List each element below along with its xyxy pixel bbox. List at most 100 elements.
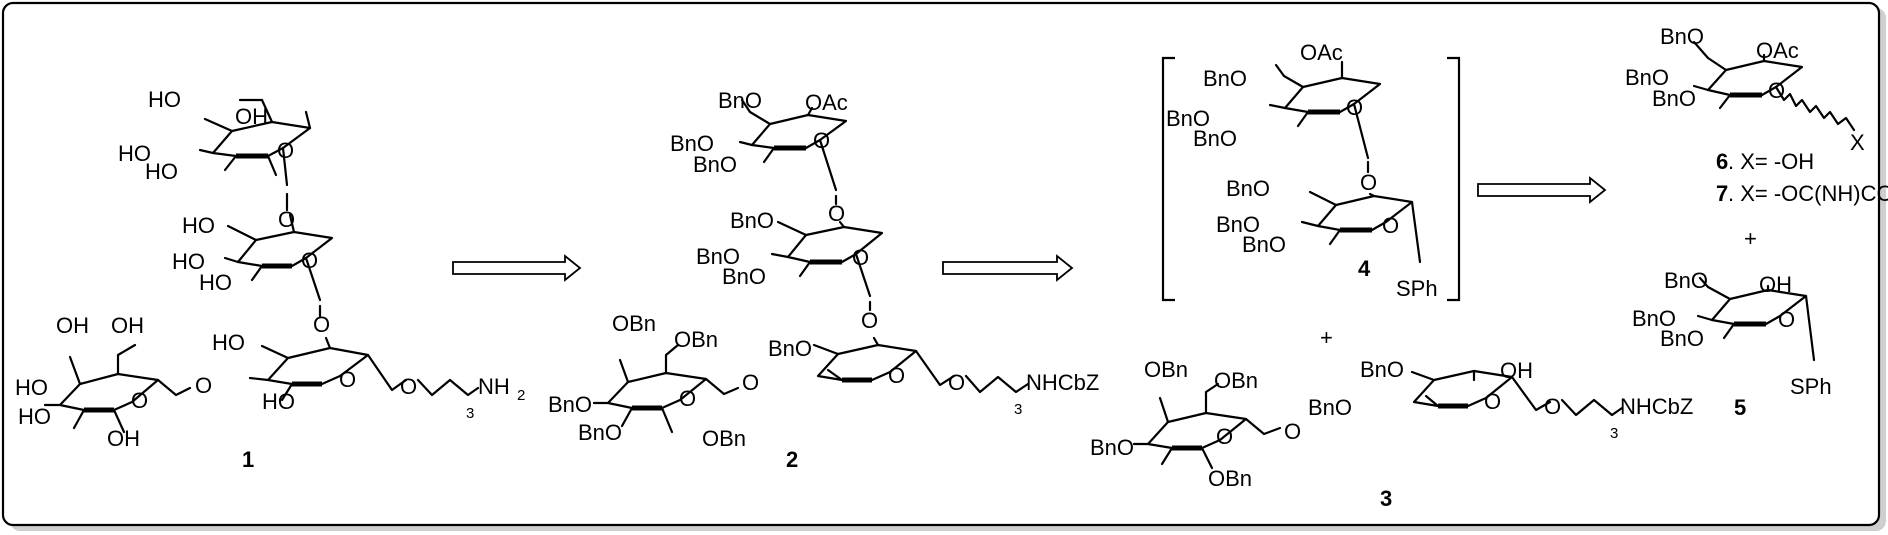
- ring-oxygen: O: [1346, 95, 1363, 120]
- compound-2: BnO OAc BnO BnO O O BnO BnO BnO O O BnO …: [548, 88, 1099, 472]
- obn-group: OBn: [674, 327, 718, 352]
- glycosidic-oxygen: O: [278, 207, 295, 232]
- glycosidic-oxygen: O: [313, 312, 330, 337]
- nhcbz-group: NHCbZ: [1620, 394, 1693, 419]
- bno-group: BnO: [1226, 176, 1270, 201]
- oh-group: OH: [111, 313, 144, 338]
- oh-group: HO: [145, 159, 178, 184]
- compound-number-7: 7: [1716, 181, 1728, 206]
- bno-group: BnO: [1664, 268, 1708, 293]
- sph-group: SPh: [1396, 276, 1438, 301]
- bno-group: BnO: [1660, 326, 1704, 351]
- compound-number-6: 6: [1716, 149, 1728, 174]
- plus-sign: +: [1320, 325, 1333, 350]
- oh-group: HO: [118, 141, 151, 166]
- bno-group: BnO: [548, 392, 592, 417]
- bno-group: BnO: [722, 264, 766, 289]
- obn-group: OBn: [1214, 368, 1258, 393]
- glycosidic-oxygen: O: [195, 373, 212, 398]
- glycosidic-oxygen: O: [1284, 419, 1301, 444]
- condition-6: . X= -OH: [1728, 149, 1814, 174]
- ring-oxygen: O: [679, 386, 696, 411]
- glycosidic-oxygen: O: [828, 201, 845, 226]
- ring-oxygen: O: [813, 128, 830, 153]
- compound-number: 5: [1734, 395, 1746, 420]
- bno-group: BnO: [696, 244, 740, 269]
- obn-group: OBn: [1144, 357, 1188, 382]
- bno-group: BnO: [1632, 306, 1676, 331]
- bno-group: BnO: [1216, 212, 1260, 237]
- compound-3: BnO OH BnO O O OBn OBn BnO O OBn O 3 NHC…: [1090, 357, 1693, 511]
- bno-group: BnO: [1660, 24, 1704, 49]
- bno-group: BnO: [1652, 86, 1696, 111]
- oh-group: OH: [1759, 272, 1792, 297]
- bno-group: BnO: [1203, 66, 1247, 91]
- oh-group: OH: [1500, 358, 1533, 383]
- glycosidic-oxygen: O: [1360, 170, 1377, 195]
- oh-group: HO: [148, 87, 181, 112]
- obn-group: OBn: [702, 426, 746, 451]
- anomeric-oxygen: O: [400, 374, 417, 399]
- bno-group: BnO: [1193, 126, 1237, 151]
- left-bracket: [1161, 56, 1175, 302]
- ring-oxygen: O: [1768, 78, 1785, 103]
- oh-group: HO: [262, 389, 295, 414]
- glycosidic-oxygen: O: [742, 370, 759, 395]
- oh-group: OH: [56, 313, 89, 338]
- ring-oxygen: O: [1382, 213, 1399, 238]
- condition-7: . X= -OC(NH)CCl: [1728, 181, 1888, 206]
- retrosynthesis-arrow: [1477, 176, 1607, 204]
- oh-group: OH: [235, 104, 268, 129]
- right-bracket: [1447, 56, 1461, 302]
- oh-group: HO: [172, 249, 205, 274]
- anomeric-oxygen: O: [1544, 394, 1561, 419]
- ring-oxygen: O: [1778, 307, 1795, 332]
- oh-group: HO: [18, 404, 51, 429]
- linker-count: 3: [1014, 401, 1022, 418]
- compound-number: 4: [1358, 256, 1371, 281]
- ring-oxygen: O: [1216, 424, 1233, 449]
- amine-group: NH: [478, 374, 510, 399]
- oh-group: HO: [199, 270, 232, 295]
- obn-group: OBn: [612, 311, 656, 336]
- nhcbz-group: NHCbZ: [1026, 370, 1099, 395]
- oac-group: OAc: [1300, 40, 1343, 65]
- x-group: X: [1850, 130, 1865, 155]
- ring-oxygen: O: [339, 367, 356, 392]
- compound-number: 2: [786, 447, 798, 472]
- oh-group: HO: [182, 213, 215, 238]
- oac-group: OAc: [1756, 38, 1799, 63]
- ring-oxygen: O: [888, 363, 905, 388]
- compound-1: HO OH HO HO O O HO HO HO O O HO HO O O: [15, 87, 525, 472]
- oh-group: HO: [15, 375, 48, 400]
- compound-number: 3: [1380, 486, 1392, 511]
- compound-4: BnO OAc BnO BnO O O BnO BnO BnO O SPh 4: [1166, 40, 1438, 301]
- bno-group: BnO: [1308, 395, 1352, 420]
- linker-count: 3: [466, 405, 474, 422]
- bno-group: BnO: [670, 131, 714, 156]
- ring-oxygen: O: [131, 388, 148, 413]
- ring-oxygen: O: [277, 138, 294, 163]
- ring-oxygen: O: [1484, 389, 1501, 414]
- plus-sign: +: [1744, 226, 1757, 251]
- bno-group: BnO: [768, 336, 812, 361]
- bno-group: BnO: [1625, 65, 1669, 90]
- glycosidic-oxygen: O: [861, 308, 878, 333]
- oh-group: OH: [107, 426, 140, 451]
- sph-group: SPh: [1790, 374, 1832, 399]
- bno-group: BnO: [1166, 106, 1210, 131]
- retrosynthesis-arrow: [452, 254, 582, 282]
- bold-bonds: [84, 92, 1766, 451]
- bno-group: BnO: [718, 88, 762, 113]
- oh-group: HO: [212, 330, 245, 355]
- bno-group: BnO: [693, 152, 737, 177]
- bno-group: BnO: [1242, 232, 1286, 257]
- compound-number: 1: [242, 447, 254, 472]
- bno-group: BnO: [578, 420, 622, 445]
- ring-oxygen: O: [301, 248, 318, 273]
- bno-group: BnO: [730, 208, 774, 233]
- bno-group: BnO: [1360, 357, 1404, 382]
- linker-count: 3: [1610, 425, 1618, 442]
- amine-subscript: 2: [517, 387, 525, 404]
